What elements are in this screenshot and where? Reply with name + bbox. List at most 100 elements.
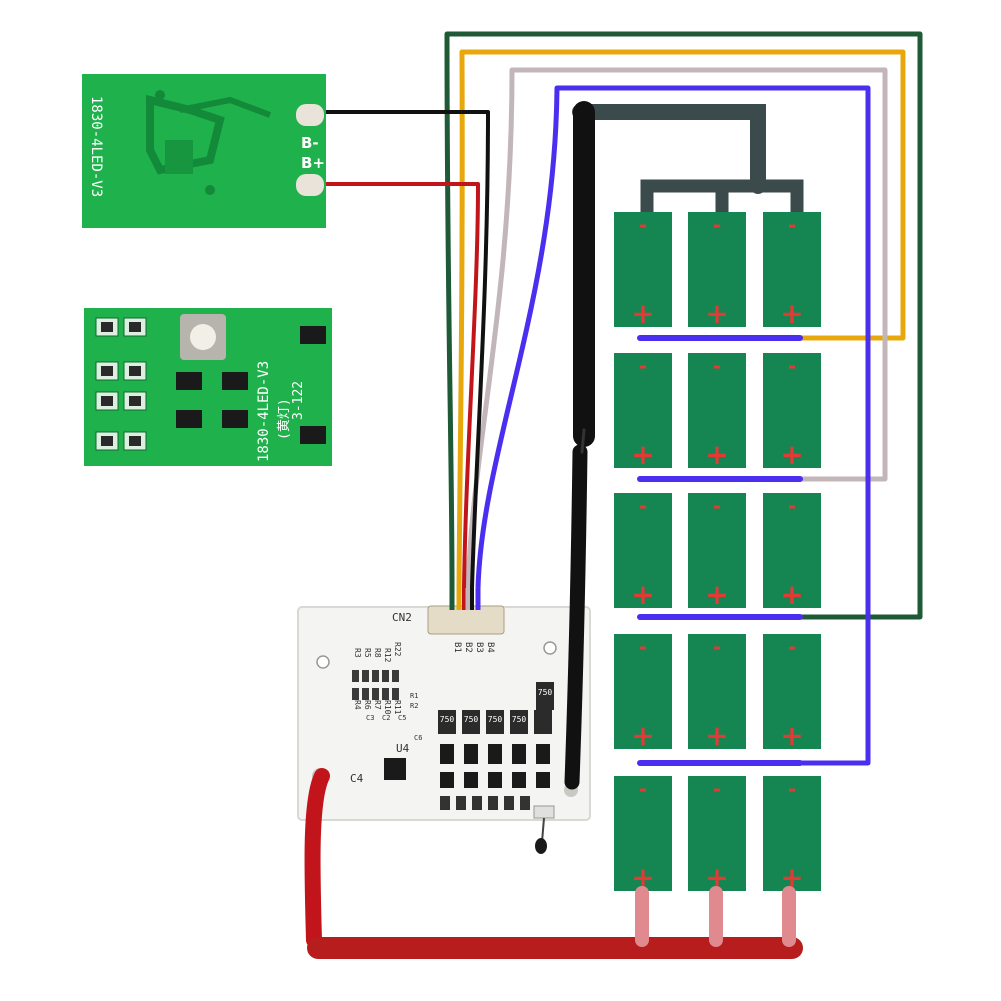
- transistor: [222, 372, 248, 390]
- cell-body: [688, 212, 746, 327]
- thermistor-pad: [533, 805, 555, 819]
- component-label: C6: [414, 734, 422, 742]
- cell-negative-sign: -: [639, 213, 647, 237]
- cell-positive-sign: +: [705, 719, 728, 752]
- component-labels: R3 R5 R8 R12 R22 R4 R6 R7 R10 R11 C3 C2 …: [353, 642, 422, 742]
- ic-u4: [384, 758, 406, 780]
- pad-b-plus-label: B+: [301, 154, 325, 172]
- battery-cell: -+: [688, 353, 746, 471]
- smd-resistor: [362, 670, 369, 682]
- resistor-value-label: 750: [488, 715, 503, 724]
- cell-negative-sign: -: [788, 213, 796, 237]
- cell-positive-sign: +: [631, 719, 654, 752]
- shunt-resistor: [536, 682, 554, 710]
- cn2-label: CN2: [392, 611, 412, 624]
- led-board: 1830-4LED-V3 B- B+: [82, 74, 326, 228]
- wire-grey: [465, 67, 888, 589]
- bms-board: CN2 U4 C4 B1 B2 B3 B4 R3 R5 R8 R12 R22 R…: [297, 605, 591, 854]
- cell-body: [763, 776, 821, 891]
- cell-negative-sign: -: [713, 777, 721, 801]
- battery-cell: -+: [614, 212, 672, 330]
- mosfet: [536, 744, 550, 764]
- pin-label: B3: [474, 642, 484, 653]
- cell-positive-sign: +: [705, 438, 728, 471]
- cell-body: [688, 776, 746, 891]
- battery-cell: -+: [763, 353, 821, 471]
- mosfet: [488, 744, 502, 764]
- mosfet: [536, 772, 550, 788]
- cell-negative-sign: -: [788, 494, 796, 518]
- cell-negative-sign: -: [788, 777, 796, 801]
- cell-negative-sign: -: [713, 635, 721, 659]
- shunt-resistor: [438, 710, 456, 734]
- smd-resistor: [362, 688, 369, 700]
- smd-resistor: [382, 670, 389, 682]
- battery-cell: -+: [763, 776, 821, 894]
- mosfet: [488, 772, 502, 788]
- battery-cell: -+: [688, 493, 746, 611]
- cell-body: [688, 353, 746, 468]
- pin-label: B1: [452, 642, 462, 653]
- wire-blue: [475, 85, 871, 766]
- cell-positive-sign: +: [780, 578, 803, 611]
- cell-body: [614, 634, 672, 749]
- cell-positive-sign: +: [705, 297, 728, 330]
- component-label: R3: [353, 648, 362, 658]
- cell-positive-sign: +: [780, 719, 803, 752]
- smd-part: [472, 796, 482, 810]
- cell-body: [688, 493, 746, 608]
- cell-body: [614, 212, 672, 327]
- battery-cell: -+: [614, 493, 672, 611]
- battery-cell: -+: [614, 353, 672, 471]
- wire-red-thin: [326, 182, 480, 589]
- cell-positive-sign: +: [631, 578, 654, 611]
- shunt-resistor: [486, 710, 504, 734]
- switch-board: 1830-4LED-V3 (黄灯) 3-122: [84, 308, 332, 466]
- resistor-value-label: 750: [538, 688, 553, 697]
- u4-label: U4: [396, 742, 410, 755]
- component-label: R6: [363, 700, 372, 710]
- smd-part: [488, 796, 498, 810]
- cell-body: [688, 634, 746, 749]
- battery-cell: -+: [688, 634, 746, 752]
- shunt-resistor: [534, 710, 552, 734]
- transistor: [222, 410, 248, 428]
- component-label: R4: [353, 700, 362, 710]
- bms-components: [352, 670, 554, 810]
- component-label: C3: [366, 714, 374, 722]
- component-label: C5: [398, 714, 406, 722]
- smd-resistor: [352, 688, 359, 700]
- cell-positive-sign: +: [631, 297, 654, 330]
- cell-body: [614, 493, 672, 608]
- cell-body: [614, 776, 672, 891]
- battery-cell: -+: [688, 212, 746, 330]
- mosfet: [512, 772, 526, 788]
- smd-part: [101, 366, 113, 376]
- smd-part: [129, 396, 141, 406]
- cell-body: [763, 493, 821, 608]
- transistor: [176, 410, 202, 428]
- smd-resistor: [392, 688, 399, 700]
- component-label: R1: [410, 692, 418, 700]
- battery-cell: -+: [763, 212, 821, 330]
- wire-dark-green: [444, 31, 923, 620]
- battery-cell: -+: [688, 776, 746, 894]
- cell-positive-sign: +: [631, 861, 654, 894]
- connector-wire-bundle: [449, 588, 481, 610]
- connector-cn2: [427, 605, 505, 635]
- switch-board-date-code: 3-122: [291, 381, 306, 420]
- cell-negative-sign: -: [639, 494, 647, 518]
- smd-resistor: [382, 688, 389, 700]
- cell-negative-sign: -: [713, 213, 721, 237]
- balance-harness: [326, 31, 923, 766]
- mosfet: [440, 744, 454, 764]
- wire-orange: [456, 49, 906, 589]
- battery-cell: -+: [763, 493, 821, 611]
- cell-negative-sign: -: [788, 635, 796, 659]
- cell-body: [763, 353, 821, 468]
- cell-positive-sign: +: [631, 438, 654, 471]
- smd-resistor: [352, 670, 359, 682]
- smd-resistor: [372, 670, 379, 682]
